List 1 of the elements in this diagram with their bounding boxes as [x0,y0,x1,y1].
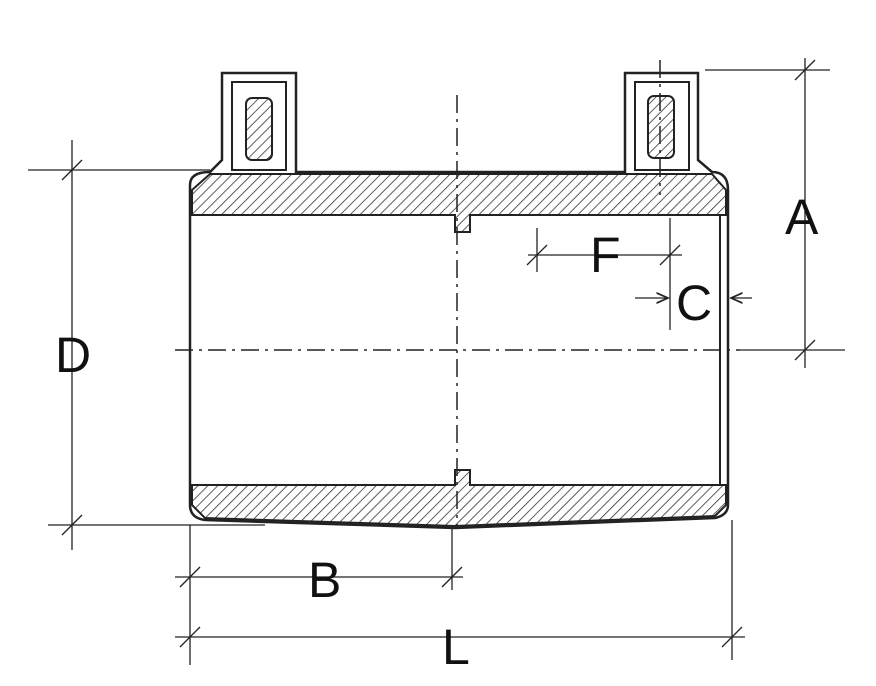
dimension-label: C [676,278,712,328]
